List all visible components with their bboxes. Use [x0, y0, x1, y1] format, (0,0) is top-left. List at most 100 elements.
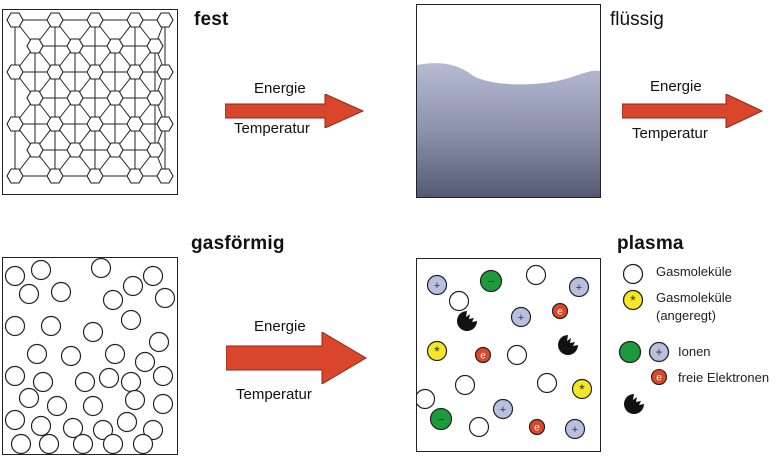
lattice-atom: [46, 116, 64, 132]
lattice-atom: [66, 142, 84, 158]
lattice-atom: [126, 12, 144, 28]
gas-molecule: [102, 289, 124, 311]
lattice-atom: [46, 168, 64, 184]
svg-text:*: *: [579, 381, 585, 397]
negative-ion: −: [429, 407, 453, 431]
svg-text:e: e: [480, 351, 486, 362]
gas-molecule: [26, 343, 48, 365]
arrow-liquid-to-gas: [622, 94, 764, 128]
svg-text:+: +: [655, 345, 662, 359]
gas-molecule: [152, 393, 174, 415]
lattice-atom: [26, 90, 44, 106]
svg-text:+: +: [518, 312, 524, 324]
svg-text:+: +: [576, 282, 582, 294]
lattice-atom: [146, 90, 164, 106]
gas-molecule: [525, 264, 547, 286]
gas-molecule: [448, 290, 470, 312]
lattice-atom: [106, 38, 124, 54]
gas-molecule: [40, 315, 62, 337]
lattice-atom: [126, 64, 144, 80]
svg-text:e: e: [534, 423, 540, 434]
arrow2-energy-label: Energie: [650, 78, 702, 95]
svg-text:e: e: [557, 307, 563, 318]
gas-molecule: [454, 374, 476, 396]
lattice-atom: [86, 12, 104, 28]
lattice-atom: [86, 168, 104, 184]
lattice-atom: [106, 90, 124, 106]
gas-molecule: [148, 331, 170, 353]
gas-molecule: [74, 371, 96, 393]
negative-ion: −: [479, 269, 503, 293]
liquid-panel: [416, 4, 601, 198]
liquid-fill: [417, 63, 600, 197]
lattice-atom: [46, 12, 64, 28]
free-electron: e: [528, 418, 546, 436]
legend: Gasmoleküle * Gasmoleküle (angeregt) + I…: [616, 258, 782, 418]
legend-positive-ion-icon: +: [648, 341, 670, 363]
gas-molecule: [4, 265, 26, 287]
lattice-atom: [156, 116, 174, 132]
lattice-atom: [156, 168, 174, 184]
gas-molecule: [30, 415, 52, 437]
svg-text:*: *: [434, 343, 440, 359]
legend-excited-molecule-icon: *: [622, 289, 644, 311]
positive-ion: +: [568, 276, 590, 298]
gas-molecule: [82, 321, 104, 343]
plasma-title: plasma: [617, 233, 684, 254]
positive-ion: +: [510, 306, 532, 328]
gas-molecule: [102, 433, 124, 454]
photon-icon: [558, 335, 578, 355]
excited-molecule: *: [571, 378, 593, 400]
gas-molecule: [38, 433, 60, 454]
gas-molecule: [120, 309, 142, 331]
lattice-atom: [86, 64, 104, 80]
gas-molecule: [4, 365, 26, 387]
gas-molecule: [82, 395, 104, 417]
gas-molecule: [50, 281, 72, 303]
lattice-atom: [26, 38, 44, 54]
gas-panel: [2, 257, 178, 455]
legend-photon-icon: [624, 394, 644, 414]
free-electron: e: [551, 302, 569, 320]
liquid-title: flüssig: [610, 9, 664, 30]
legend-ions: Ionen: [678, 344, 711, 359]
gas-molecule: [30, 259, 52, 281]
svg-text:+: +: [500, 404, 506, 416]
legend-electron-icon: e: [650, 368, 668, 386]
gas-molecule: [132, 433, 154, 454]
lattice-atom: [126, 168, 144, 184]
gas-molecule: [18, 283, 40, 305]
gas-molecule: [104, 343, 126, 365]
lattice-atom: [66, 90, 84, 106]
lattice-atom: [6, 12, 24, 28]
legend-free-electrons: freie Elektronen: [678, 370, 770, 385]
legend-negative-ion-icon: [618, 340, 642, 364]
gas-molecule: [62, 417, 84, 439]
gas-molecule: [18, 387, 40, 409]
photon-icon: [457, 311, 477, 331]
lattice-atom: [156, 12, 174, 28]
gas-title: gasförmig: [191, 233, 285, 254]
arrow3-energy-label: Energie: [254, 318, 306, 335]
free-electron: e: [474, 346, 492, 364]
lattice-atom: [86, 116, 104, 132]
gas-molecule: [142, 265, 164, 287]
gas-molecule: [72, 433, 94, 454]
gas-molecule: [46, 395, 68, 417]
gas-molecules: [4, 258, 176, 454]
crystal-lattice: [6, 12, 174, 184]
arrow-gas-to-plasma: [226, 332, 368, 384]
excited-molecule: *: [426, 340, 448, 362]
gas-molecule: [10, 433, 32, 454]
gas-molecule: [4, 315, 26, 337]
plasma-panel: ++++++−−**eee: [416, 258, 601, 452]
positive-ion: +: [564, 418, 586, 440]
lattice-atom: [6, 116, 24, 132]
svg-text:e: e: [656, 373, 662, 384]
lattice-atom: [66, 38, 84, 54]
legend-excited-line2: (angeregt): [656, 308, 716, 323]
svg-text:+: +: [434, 280, 440, 292]
lattice-atom: [126, 116, 144, 132]
lattice-atom: [156, 64, 174, 80]
gas-molecule: [90, 258, 112, 279]
